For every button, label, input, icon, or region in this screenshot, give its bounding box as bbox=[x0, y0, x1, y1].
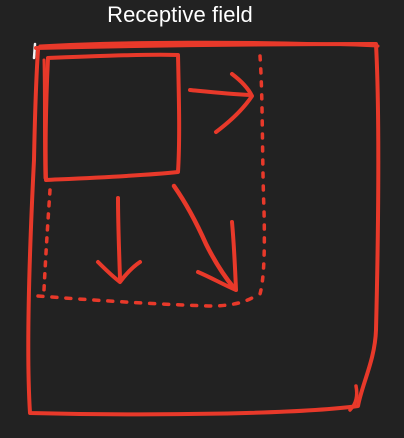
arrow-down-head bbox=[96, 260, 142, 284]
arrow-diagonal-head bbox=[196, 220, 238, 292]
arrow-right-head bbox=[214, 72, 254, 134]
outer-input-rectangle bbox=[26, 42, 381, 417]
sweep-region-dotted-left bbox=[42, 188, 52, 292]
sweep-region-dotted-bottom bbox=[36, 292, 260, 308]
outer-rectangle-bottom-right-hook bbox=[348, 384, 359, 412]
kernel-square-overstroke bbox=[42, 58, 47, 180]
sweep-region-dotted-right bbox=[258, 54, 267, 296]
arrow-down-shaft bbox=[116, 196, 122, 280]
arrow-diagonal-shaft bbox=[171, 183, 237, 291]
outer-rectangle-overstroke bbox=[38, 40, 380, 48]
diagram-title: Receptive field bbox=[107, 2, 253, 27]
white-corner-mark bbox=[32, 42, 37, 60]
kernel-square bbox=[43, 52, 182, 182]
arrow-right-shaft bbox=[188, 88, 252, 97]
